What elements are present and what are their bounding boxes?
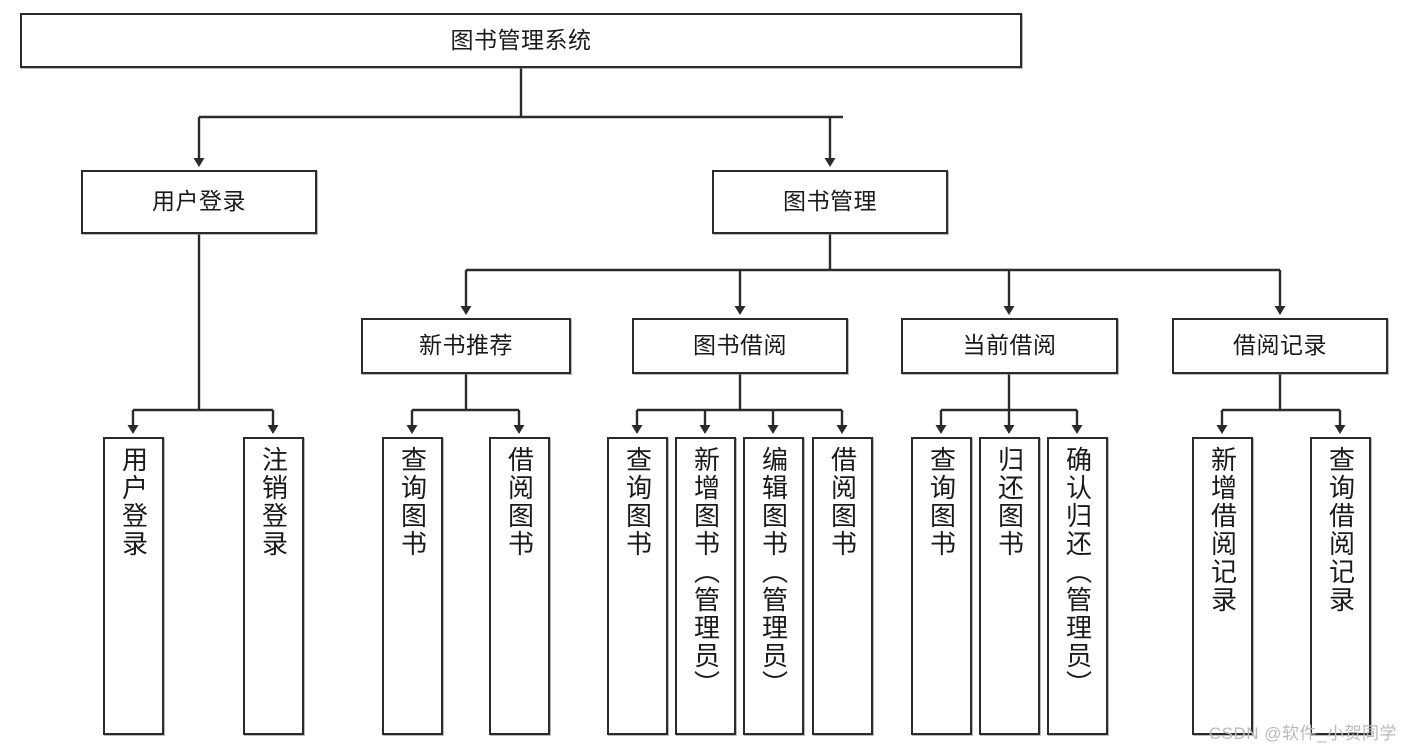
node-label: 新书推荐	[419, 332, 513, 359]
node-leaf-confirm-return[interactable]: 确认归还（管理员）	[1047, 437, 1108, 735]
node-leaf-edit-book[interactable]: 编辑图书（管理员）	[743, 437, 804, 735]
node-label: 查询图书	[926, 446, 957, 558]
node-leaf-user-login[interactable]: 用户登录	[103, 437, 164, 735]
node-leaf-query-book-3[interactable]: 查询图书	[911, 437, 972, 735]
node-label: 新增借阅记录	[1207, 446, 1238, 614]
node-label: 确认归还（管理员）	[1062, 446, 1093, 698]
node-label: 查询图书	[397, 446, 428, 558]
node-label: 编辑图书（管理员）	[758, 446, 789, 698]
node-label: 查询图书	[622, 446, 653, 558]
node-label: 当前借阅	[962, 332, 1057, 359]
node-current-borrow[interactable]: 当前借阅	[901, 318, 1118, 374]
node-leaf-query-book-2[interactable]: 查询图书	[607, 437, 668, 735]
node-label: 注销登录	[258, 446, 289, 558]
node-leaf-add-record[interactable]: 新增借阅记录	[1192, 437, 1253, 735]
csdn-watermark: CSDN @软件_小贺同学	[1208, 724, 1397, 743]
node-label: 借阅记录	[1233, 332, 1327, 359]
node-label: 图书借阅	[693, 332, 787, 359]
node-leaf-query-book-1[interactable]: 查询图书	[382, 437, 443, 735]
node-leaf-add-book[interactable]: 新增图书（管理员）	[675, 437, 736, 735]
node-label: 借阅图书	[827, 446, 858, 558]
node-new-book-recommend[interactable]: 新书推荐	[361, 318, 571, 374]
node-borrow-record[interactable]: 借阅记录	[1172, 318, 1388, 374]
node-label: 新增图书（管理员）	[690, 446, 721, 698]
node-leaf-return-book[interactable]: 归还图书	[979, 437, 1040, 735]
node-label: 图书管理	[783, 188, 877, 215]
node-root-system[interactable]: 图书管理系统	[20, 13, 1022, 68]
node-label: 查询借阅记录	[1325, 446, 1356, 614]
node-leaf-query-record[interactable]: 查询借阅记录	[1310, 437, 1371, 735]
node-label: 借阅图书	[504, 446, 535, 558]
node-label: 用户登录	[152, 188, 246, 215]
node-label: 归还图书	[994, 446, 1025, 558]
node-user-login[interactable]: 用户登录	[81, 170, 317, 234]
node-book-management[interactable]: 图书管理	[712, 170, 948, 234]
node-leaf-borrow-book-1[interactable]: 借阅图书	[489, 437, 550, 735]
node-label: 用户登录	[118, 446, 149, 558]
node-label: 图书管理系统	[450, 26, 592, 53]
node-leaf-borrow-book-2[interactable]: 借阅图书	[812, 437, 873, 735]
node-book-borrow[interactable]: 图书借阅	[632, 318, 848, 374]
node-leaf-logout-login[interactable]: 注销登录	[243, 437, 304, 735]
